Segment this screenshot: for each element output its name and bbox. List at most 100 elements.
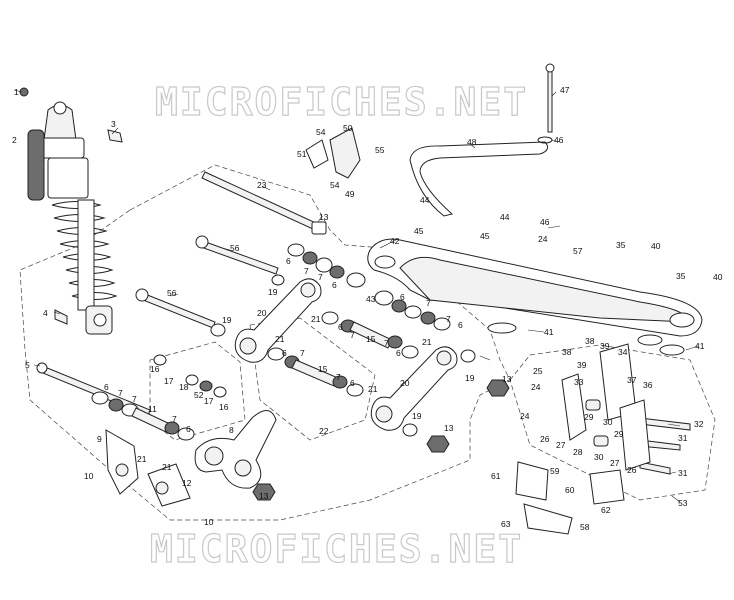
callout-7i: 7	[118, 388, 123, 398]
callout-7d: 7	[446, 314, 451, 324]
callout-6h: 6	[350, 378, 355, 388]
callout-61: 61	[491, 471, 501, 481]
linkage-rods	[234, 278, 458, 431]
callout-54b: 54	[330, 180, 340, 190]
callout-54a: 54	[316, 127, 326, 137]
chain-guide	[305, 127, 549, 217]
callout-15b: 15	[318, 364, 328, 374]
callout-18: 18	[179, 382, 189, 392]
callout-10b: 10	[204, 517, 214, 527]
callout-49: 49	[345, 189, 355, 199]
callout-7a: 7	[304, 266, 309, 276]
callout-42: 42	[390, 236, 400, 246]
callout-45b: 45	[480, 231, 490, 241]
callout-30a: 30	[603, 417, 613, 427]
callout-26a: 26	[540, 434, 550, 444]
callout-6j: 6	[186, 424, 191, 434]
callout-6f: 6	[396, 348, 401, 358]
callout-37: 37	[627, 375, 637, 385]
callout-1: 1	[14, 87, 19, 97]
callout-38a: 38	[585, 336, 595, 346]
callout-19a: 19	[268, 287, 278, 297]
callout-60: 60	[565, 485, 575, 495]
callout-36: 36	[643, 380, 653, 390]
callout-7h: 7	[336, 372, 341, 382]
callout-6c: 6	[400, 292, 405, 302]
callout-7c: 7	[426, 298, 431, 308]
callout-4: 4	[43, 308, 48, 318]
callout-30b: 30	[594, 452, 604, 462]
callout-6e: 6	[338, 322, 343, 332]
callout-8: 8	[229, 425, 234, 435]
callout-3: 3	[111, 119, 116, 129]
callout-17b: 17	[204, 396, 214, 406]
watermark-bottom: MICROFICHES.NET	[150, 527, 523, 571]
callout-26b: 26	[627, 465, 637, 475]
callout-6g: 6	[282, 348, 287, 358]
callout-35a: 35	[616, 240, 626, 250]
callout-41a: 41	[544, 327, 554, 337]
swingarm	[367, 238, 703, 356]
callout-59: 59	[550, 466, 560, 476]
callout-labels: 1 2 3 4 5 6 7 7 6 6 7 7 6 6 7 15 7 6 6 7…	[12, 85, 723, 532]
callout-32: 32	[694, 419, 704, 429]
callout-57: 57	[573, 246, 583, 256]
bolts	[36, 63, 691, 475]
callout-63: 63	[501, 519, 511, 529]
callout-41b: 41	[695, 341, 705, 351]
callout-38b: 38	[562, 347, 572, 357]
callout-7j: 7	[132, 394, 137, 404]
callout-12: 12	[182, 478, 192, 488]
callout-21f: 21	[162, 462, 172, 472]
callout-10a: 10	[84, 471, 94, 481]
callout-31a: 31	[678, 433, 688, 443]
callout-6a: 6	[286, 256, 291, 266]
callout-7e: 7	[350, 330, 355, 340]
callout-6d: 6	[458, 320, 463, 330]
callout-7f: 7	[384, 338, 389, 348]
callout-39a: 39	[600, 341, 610, 351]
rear-shock-absorber	[19, 87, 123, 335]
callout-21d: 21	[368, 384, 378, 394]
callout-29b: 29	[614, 429, 624, 439]
callout-11: 11	[148, 404, 157, 414]
watermark-top: MICROFICHES.NET	[155, 80, 528, 124]
callout-44b: 44	[500, 212, 510, 222]
callout-56a: 56	[230, 243, 240, 253]
callout-19b: 19	[222, 315, 232, 325]
callout-7k: 7	[172, 414, 177, 424]
callout-24b: 24	[531, 382, 541, 392]
callout-39b: 39	[577, 360, 587, 370]
callout-28: 28	[573, 447, 583, 457]
callout-46b: 46	[540, 217, 550, 227]
linkage-lever	[105, 410, 277, 507]
callout-35b: 35	[676, 271, 686, 281]
callout-13a: 13	[319, 212, 329, 222]
callout-21b: 21	[275, 334, 285, 344]
callout-48: 48	[467, 137, 477, 147]
callout-33: 33	[574, 377, 584, 387]
callout-16a: 16	[150, 364, 160, 374]
callout-53: 53	[678, 498, 688, 508]
callout-52: 52	[194, 390, 204, 400]
callout-20a: 20	[257, 308, 267, 318]
callout-47: 47	[560, 85, 570, 95]
callout-25: 25	[533, 366, 543, 376]
callout-13b: 13	[502, 374, 512, 384]
callout-51: 51	[297, 149, 307, 159]
bracket-assembly	[515, 343, 651, 535]
callout-21c: 21	[422, 337, 432, 347]
callout-56b: 56	[167, 288, 177, 298]
callout-46a: 46	[554, 135, 564, 145]
callout-40a: 40	[651, 241, 661, 251]
callout-55: 55	[375, 145, 385, 155]
callout-29a: 29	[584, 412, 594, 422]
callout-15a: 15	[366, 334, 376, 344]
callout-34: 34	[618, 347, 628, 357]
callout-19c: 19	[465, 373, 475, 383]
callout-21e: 21	[137, 454, 147, 464]
callout-27a: 27	[556, 440, 566, 450]
callout-6i: 6	[104, 382, 109, 392]
callout-13c: 13	[444, 423, 454, 433]
